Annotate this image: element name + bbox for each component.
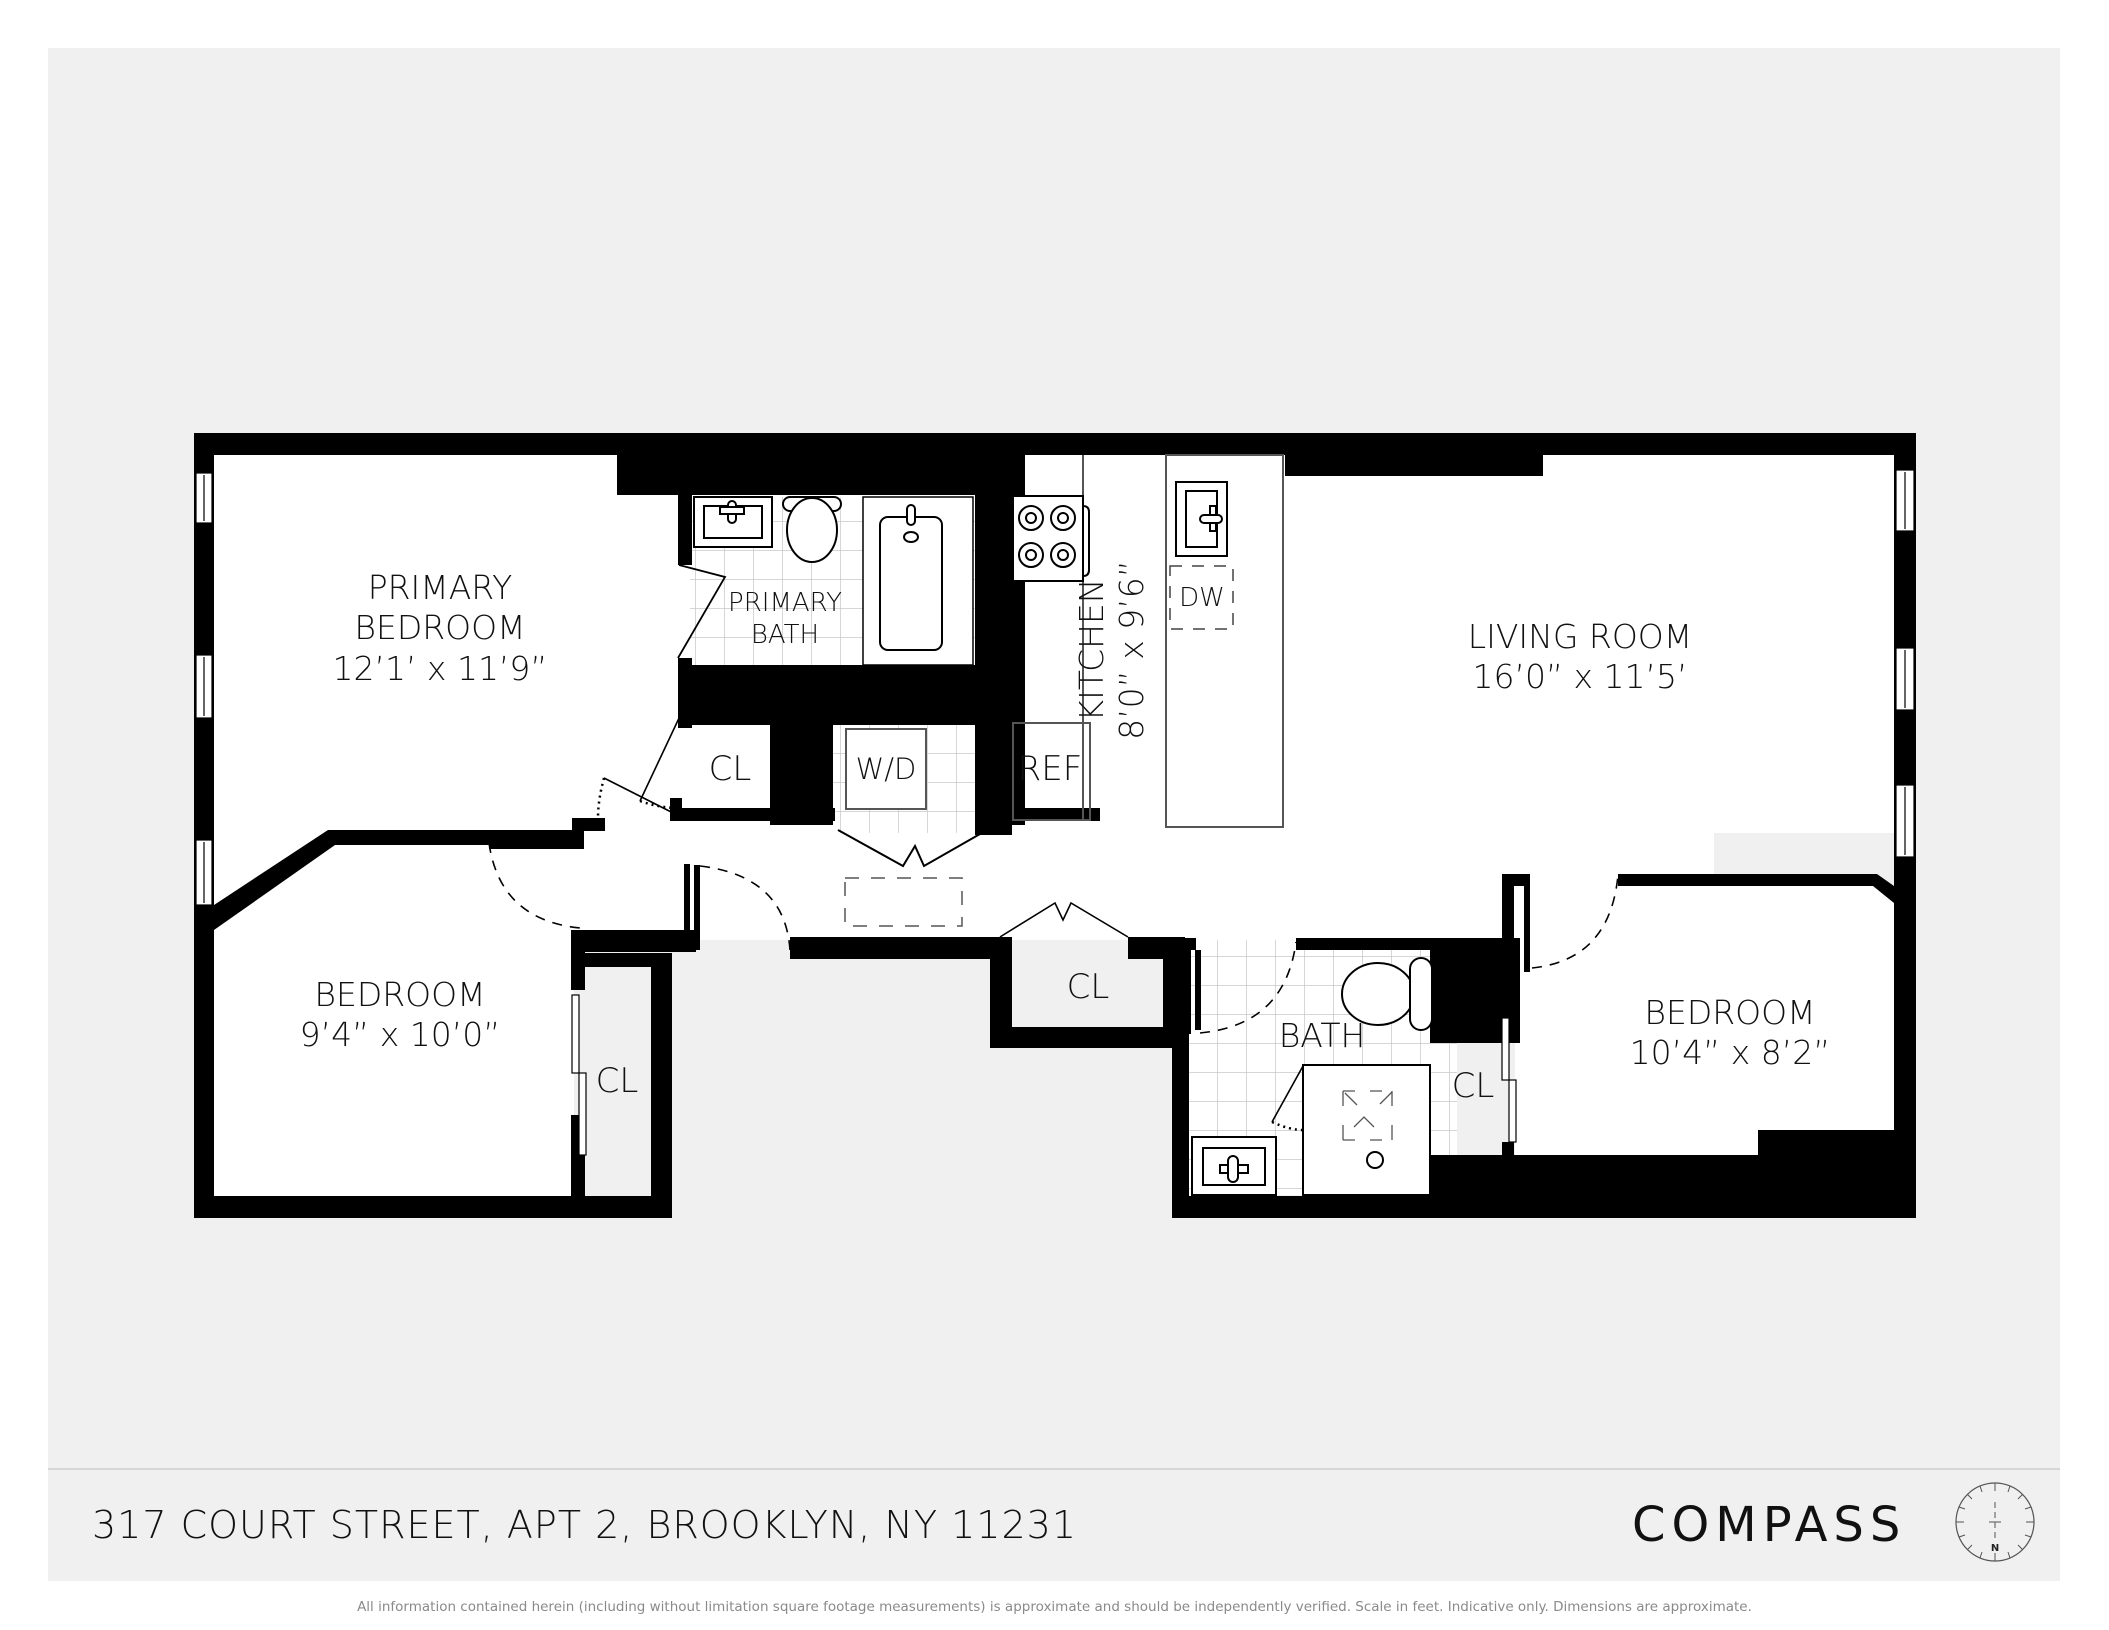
left-bedroom-label: BEDROOM 9’4” x 10’0” (280, 975, 520, 1056)
left-bedroom-dims: 9’4” x 10’0” (299, 1015, 501, 1055)
living-room-label: LIVING ROOM 16’0” x 11’5’ (1420, 617, 1740, 698)
primary-bath-name-2: BATH (750, 619, 820, 650)
hall-closet-label: CL (1066, 967, 1110, 1007)
north-compass-icon: N (1955, 1482, 2035, 1562)
compass-north-label: N (1991, 1543, 1999, 1554)
primary-bedroom-name-1: PRIMARY (367, 568, 513, 607)
kitchen-name: KITCHEN (1072, 578, 1111, 722)
bath-fixtures (1191, 957, 1433, 1196)
sliding-closet-doors (571, 994, 1517, 1156)
living-room-dims: 16’0” x 11’5’ (1472, 657, 1688, 697)
right-bedroom-label: BEDROOM 10’4” x 8’2” (1600, 993, 1860, 1074)
floor-areas (214, 453, 1895, 1198)
right-bedroom-dims: 10’4” x 8’2” (1629, 1033, 1831, 1073)
primary-bath-name-1: PRIMARY (728, 588, 842, 618)
kitchen-sink-icon (1175, 481, 1228, 557)
laundry-bifold-door (837, 829, 988, 868)
dishwasher-outline (1169, 565, 1234, 630)
primary-bedroom-name-2: BEDROOM (354, 608, 526, 648)
disclaimer-text: All information contained herein (includ… (357, 1599, 1752, 1615)
living-room-name: LIVING ROOM (1467, 617, 1693, 656)
stove-icon (1012, 495, 1090, 582)
compass-logo: COMPASS (1632, 1497, 1907, 1553)
left-bedroom-name: BEDROOM (314, 975, 486, 1014)
kitchen-dims: 8’0” x 9’6” (1112, 560, 1152, 740)
washer-dryer-label: W/D (855, 752, 917, 786)
left-bedroom-closet-label: CL (595, 1061, 639, 1101)
walls (194, 433, 1916, 1218)
primary-bedroom-label: PRIMARY BEDROOM 12’1’ x 11’9” (320, 568, 560, 689)
bath-label: BATH (1278, 1016, 1366, 1055)
primary-closet-label: CL (708, 749, 752, 789)
property-address: 317 COURT STREET, APT 2, BROOKLYN, NY 11… (92, 1503, 1078, 1547)
primary-bedroom-dims: 12’1’ x 11’9” (332, 648, 548, 688)
right-bedroom-name: BEDROOM (1644, 993, 1816, 1032)
primary-bath-label: PRIMARY BATH (715, 588, 855, 651)
washer-dryer-box (845, 728, 927, 810)
footer-divider (48, 1468, 2060, 1470)
entry-mat-outline (844, 877, 963, 927)
shower-drain-marks (1342, 1090, 1393, 1141)
dishwasher-label: DW (1179, 583, 1225, 613)
kitchen-label: KITCHEN 8’0” x 9’6” (1072, 540, 1156, 760)
door-swings (488, 715, 1619, 1132)
primary-bath-fixtures (693, 496, 974, 666)
refrigerator-label: REF (1017, 749, 1083, 789)
right-bedroom-closet-label: CL (1451, 1066, 1495, 1106)
primary-bath-door (677, 564, 727, 659)
